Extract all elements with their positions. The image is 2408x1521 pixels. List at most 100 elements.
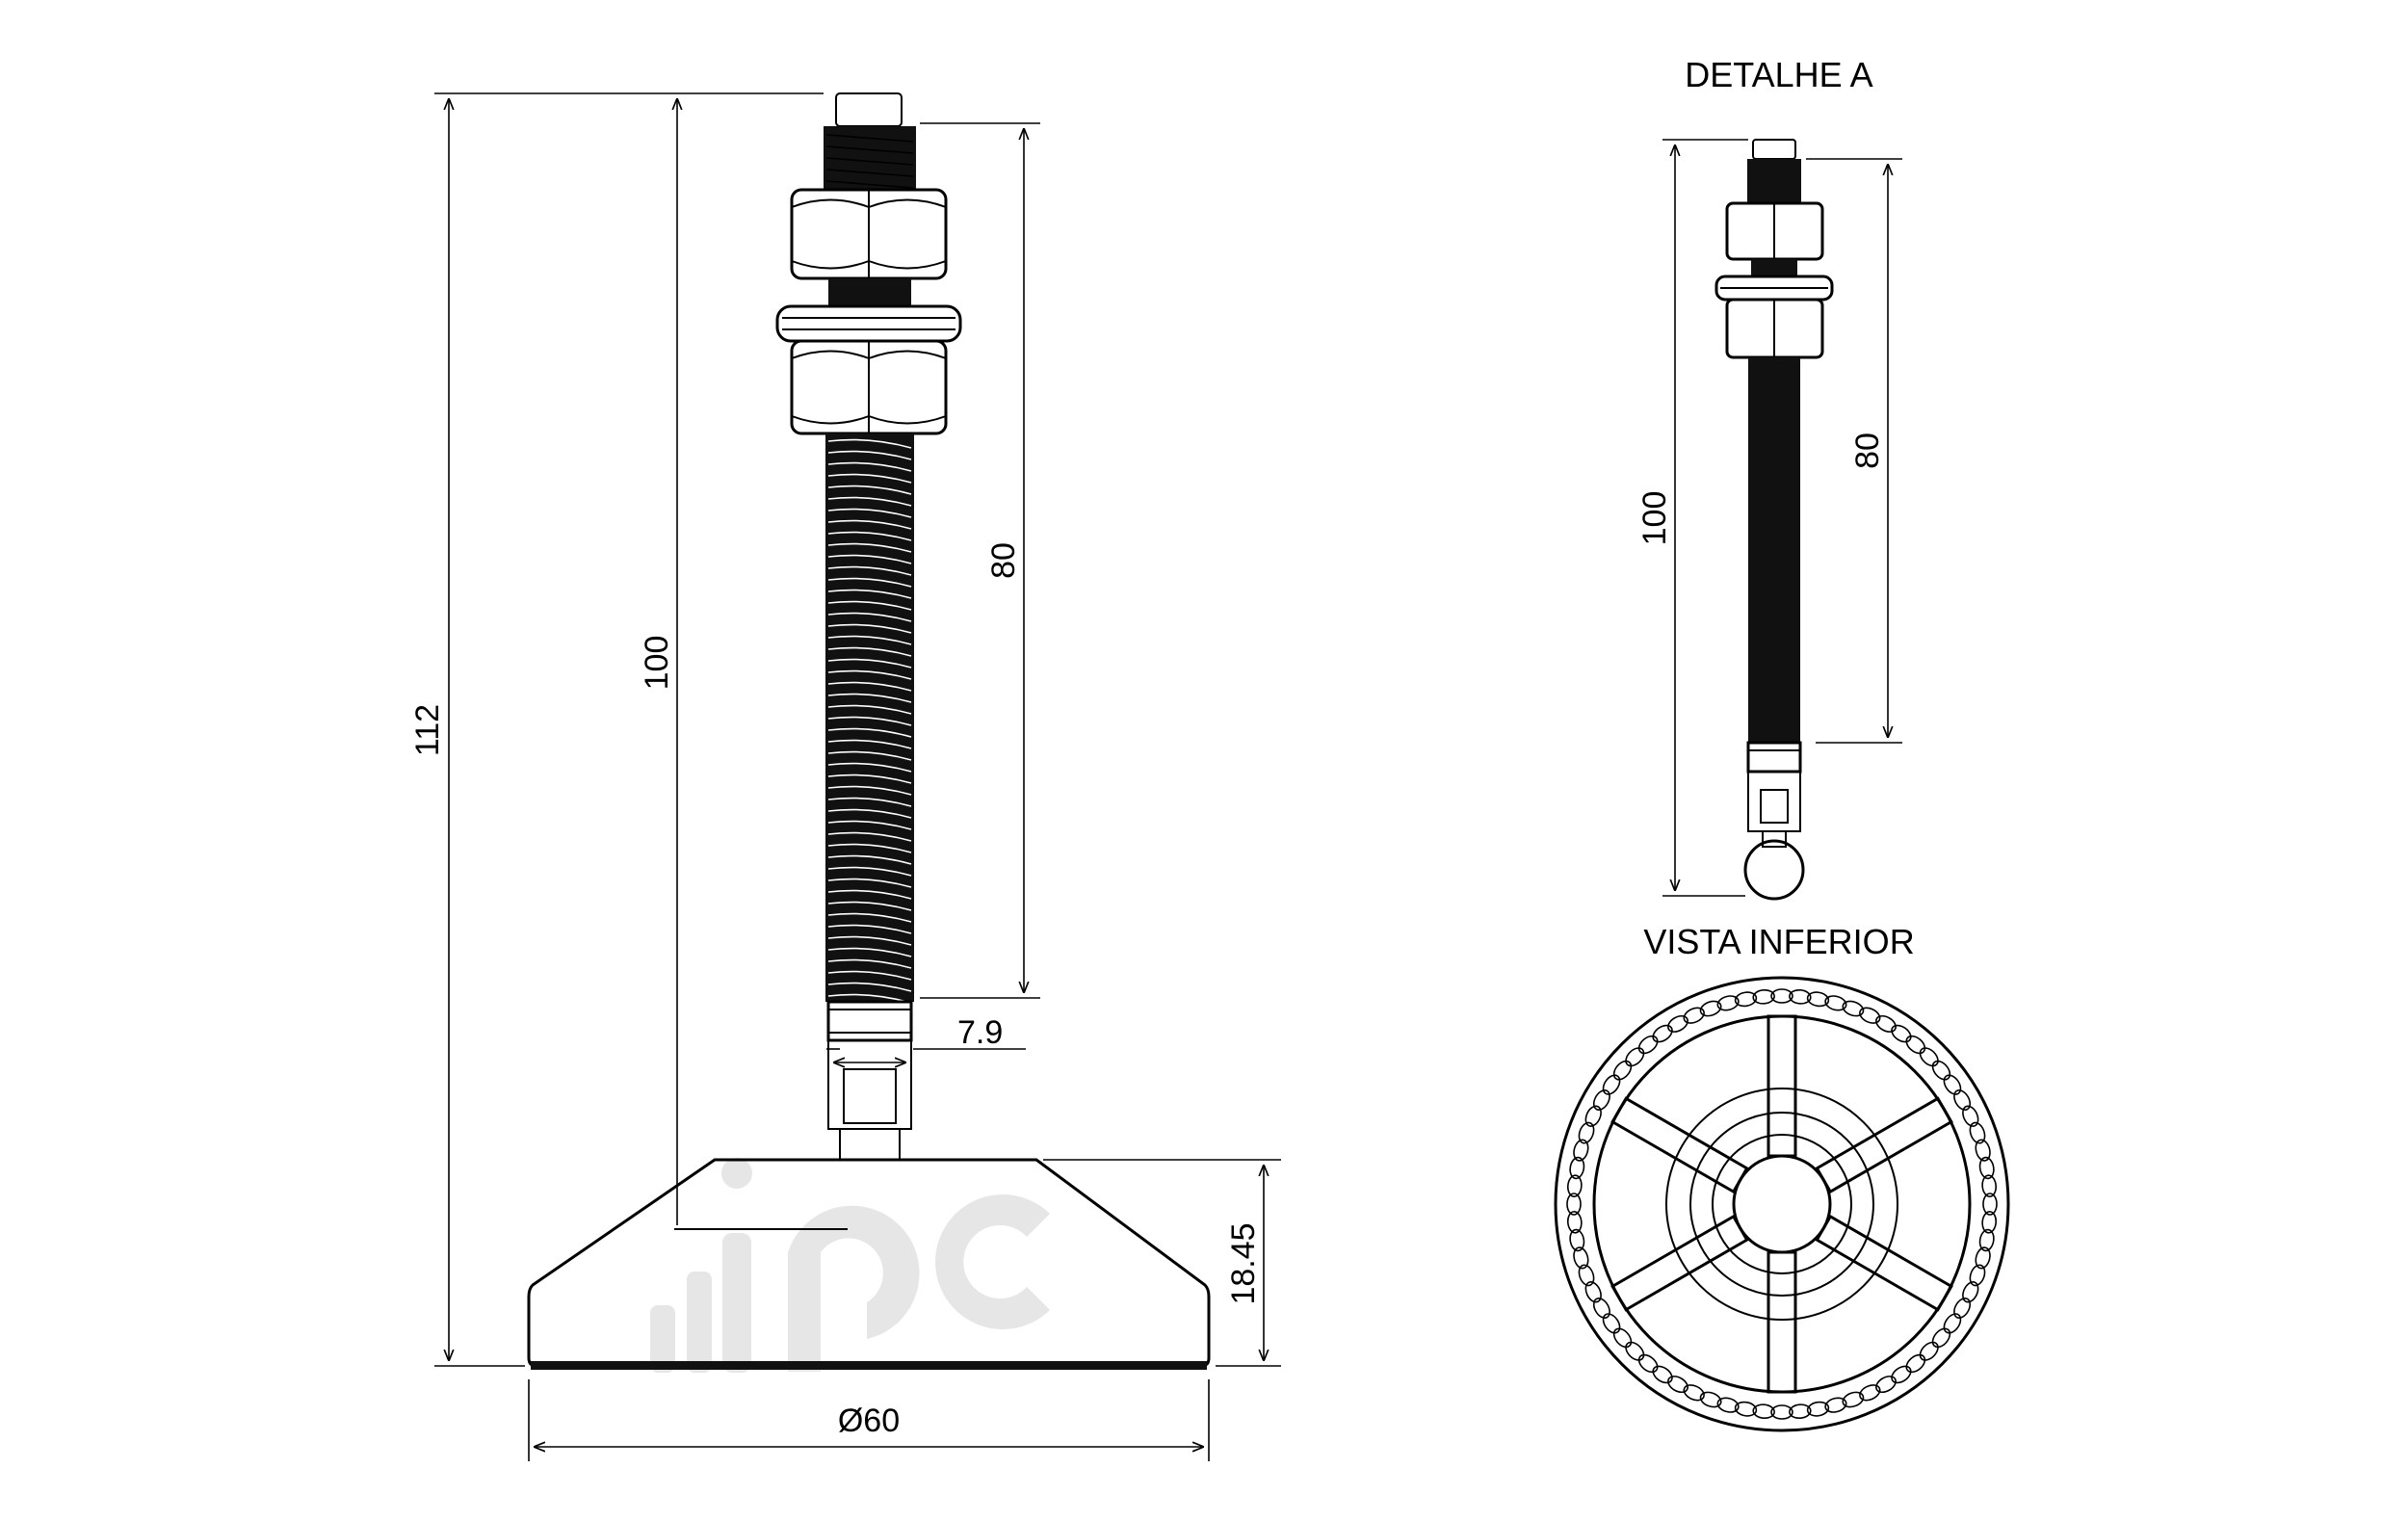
bead (1592, 1089, 1610, 1111)
thread-line (827, 612, 912, 622)
spokes (1610, 1014, 1953, 1394)
thread-line (827, 727, 912, 738)
thread-line (827, 577, 912, 588)
bottom-view-title: VISTA INFERIOR (1643, 922, 1914, 961)
thread-line (827, 982, 912, 992)
screw-top-cap (835, 92, 903, 127)
thread-line (827, 519, 912, 530)
bead (1569, 1228, 1585, 1252)
thread-line (827, 496, 912, 507)
bead (1637, 1035, 1659, 1055)
bead (1975, 1246, 1991, 1270)
threaded-rod (825, 433, 914, 1004)
bead (1943, 1313, 1962, 1334)
detail-dim-100-label: 100 (1636, 491, 1673, 546)
bead (1981, 1174, 1998, 1197)
spoke (1610, 1096, 1749, 1194)
bead (1859, 1384, 1881, 1402)
bottom-view: VISTA INFERIOR (1554, 922, 2010, 1432)
bead (1789, 988, 1812, 1005)
detail-upper-thread (1747, 159, 1801, 203)
washer (775, 304, 962, 343)
thread-line (827, 854, 912, 865)
dim-neck-width: 7.9 (826, 1014, 1026, 1062)
bead (1905, 1035, 1926, 1055)
thread-line (827, 623, 912, 634)
bead (1637, 1353, 1659, 1374)
dim-80-label: 80 (985, 542, 1022, 579)
bead (1578, 1264, 1595, 1287)
bead (1566, 1174, 1583, 1197)
thread-line (827, 600, 912, 611)
bead (1699, 1391, 1722, 1408)
thread-line (827, 461, 912, 472)
thread-line (827, 958, 912, 969)
bead (1566, 1193, 1582, 1216)
thread-line (827, 970, 912, 981)
thread-line (827, 669, 912, 680)
detail-dim-thread-length: 80 (1806, 158, 1902, 744)
bead (1969, 1264, 1986, 1287)
spoke (1815, 1096, 1953, 1194)
bead (1602, 1074, 1621, 1095)
dim-base-diameter: Ø60 (528, 1379, 1210, 1461)
thread-line (827, 924, 912, 934)
watermark-logo: ipc (650, 1158, 1050, 1373)
bead (1905, 1353, 1926, 1374)
dim-112-label: 112 (409, 704, 446, 756)
thread-line (827, 658, 912, 669)
thread-line (827, 485, 912, 495)
thread-line (827, 438, 912, 449)
thread-line (827, 739, 912, 749)
bead (1716, 995, 1740, 1011)
thread-line (827, 901, 912, 911)
detail-top-cap (1752, 139, 1796, 160)
thread-line (827, 843, 912, 853)
dim-stem-height: 100 (639, 98, 677, 1225)
detail-a-title: DETALHE A (1685, 55, 1872, 94)
inner-rim (1592, 1014, 1972, 1394)
main-view: 112 100 80 7.9 18.45 (409, 92, 1281, 1461)
thread-line (827, 565, 912, 576)
bead (1566, 1211, 1583, 1234)
thread-line (827, 450, 912, 460)
bead (1891, 1365, 1912, 1384)
thread-line (827, 762, 912, 773)
bead (1978, 1156, 1995, 1180)
outer-rim (1554, 976, 2010, 1432)
bead (1859, 1007, 1881, 1024)
bead (1569, 1156, 1585, 1180)
bead (1625, 1047, 1645, 1067)
bead (1770, 1404, 1793, 1420)
detail-collar (1746, 741, 1802, 832)
spoke (1610, 1214, 1749, 1312)
detail-ball (1743, 839, 1805, 901)
dim-100-label: 100 (639, 636, 675, 691)
dim-7-9-label: 7.9 (957, 1014, 1003, 1051)
thread-line (827, 473, 912, 484)
thread-line (827, 935, 912, 946)
thread-line (827, 750, 912, 761)
bead (1612, 1327, 1633, 1349)
bead (1612, 1060, 1633, 1081)
detail-top-nut (1725, 201, 1824, 261)
dim-base-height: 18.45 (1043, 1159, 1281, 1367)
detail-threaded-rod (1748, 357, 1800, 743)
bead (1806, 991, 1830, 1008)
detail-dim-80-label: 80 (1849, 433, 1886, 469)
thread-line (827, 681, 912, 692)
detail-ball-neck (1762, 830, 1787, 848)
bead (1683, 1384, 1705, 1402)
thread-line (827, 704, 912, 715)
bead (1931, 1327, 1951, 1349)
bead (1978, 1228, 1995, 1252)
bead (1962, 1281, 1979, 1303)
bead (1891, 1024, 1912, 1043)
bead (1969, 1121, 1986, 1144)
bead (1770, 988, 1793, 1004)
bead (1752, 1403, 1775, 1420)
lower-hex-nut (790, 339, 948, 435)
thread-line (827, 774, 912, 784)
thread-line (827, 785, 912, 796)
